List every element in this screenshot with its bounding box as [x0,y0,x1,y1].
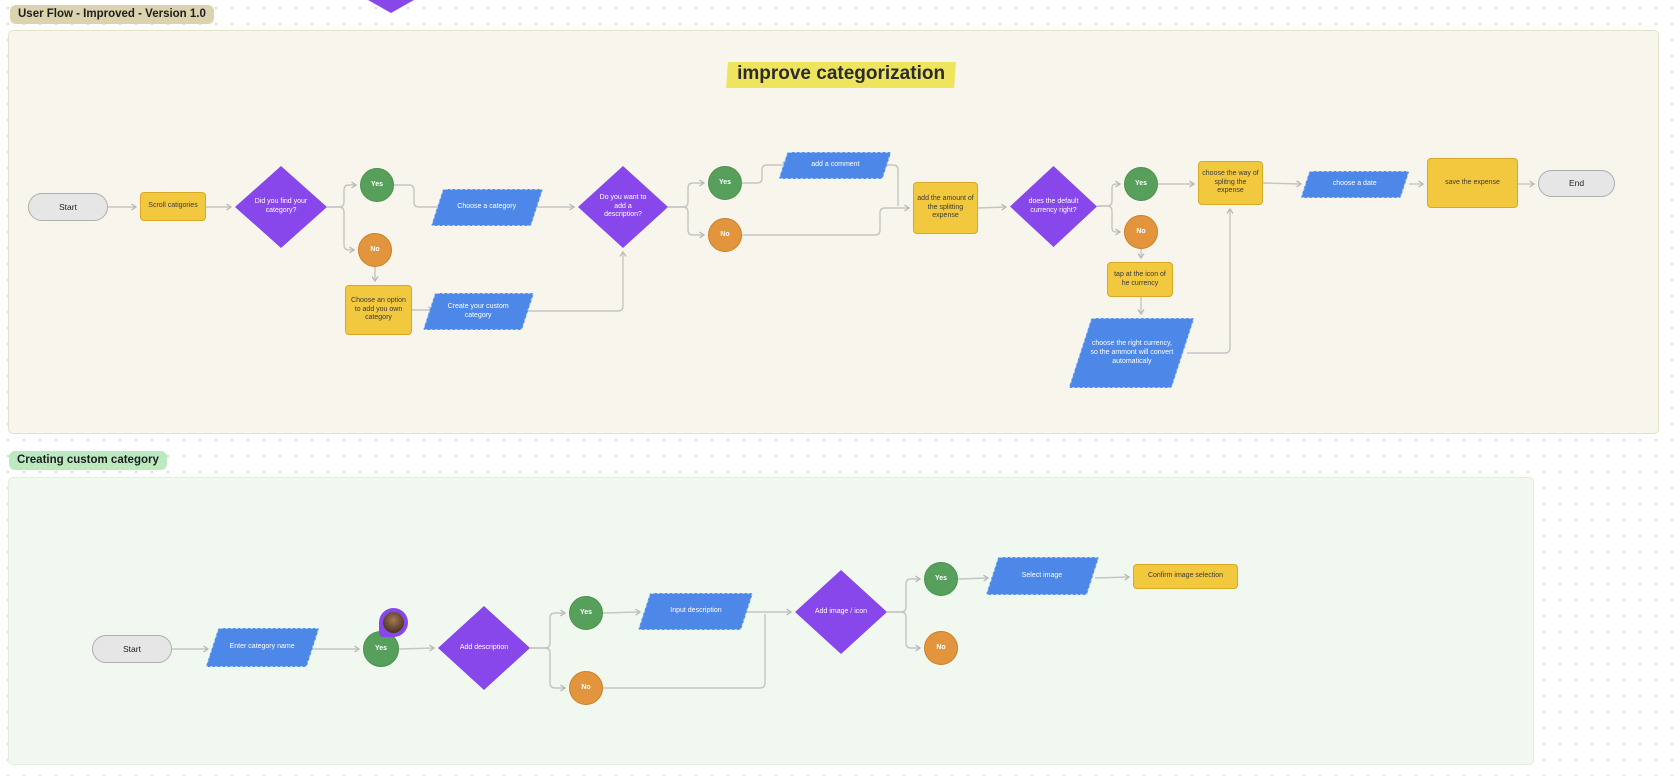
node-label: Yes [934,574,948,582]
connector-add-description-to-cc-desc-no[interactable] [530,647,567,692]
node-label: Yes [374,644,388,652]
connector-create-custom-category-to-add-description-q[interactable] [528,250,627,312]
node-label: save the expense [1445,178,1500,186]
connector-did-you-find-category-to-found-no[interactable] [327,206,356,254]
connector-choose-way-splitting-to-choose-a-date[interactable] [1262,180,1303,188]
node-found-no[interactable]: No [358,233,392,267]
node-label: Yes [718,178,732,186]
node-input-description[interactable]: Input description [637,593,754,630]
node-label: Add description [459,643,509,651]
node-label: Input description [669,607,722,615]
node-label: Yes [579,608,593,616]
node-label: Did you find your category? [254,198,308,214]
node-cc-img-yes[interactable]: Yes [924,562,958,596]
connector-choose-right-currency-to-choose-way-splitting[interactable] [1187,207,1234,354]
node-found-yes[interactable]: Yes [360,168,394,202]
node-tap-currency-icon[interactable]: tap at the icon of he currency [1107,262,1173,297]
connector-desc-no-to-add-amount-splitting[interactable] [742,204,911,236]
connector-add-image-icon-to-cc-img-no[interactable] [887,611,922,652]
node-label: does the default currency right? [1028,197,1079,214]
node-scroll-categories[interactable]: Scroll catigories [140,192,206,221]
node-label: Yes [370,180,384,188]
node-label: No [1136,227,1146,235]
node-label: End [1568,178,1585,189]
node-label: Enter category name [230,643,295,651]
frame-custom-category[interactable] [8,477,1534,765]
node-add-image-icon[interactable]: Add image / icon [795,570,887,654]
node-create-custom-category[interactable]: Create your custom category [422,293,535,330]
node-label: Yes [1134,179,1148,187]
connector-add-description-q-to-desc-no[interactable] [668,206,706,239]
node-label: No [370,245,380,253]
connector-found-yes-to-choose-a-category[interactable] [394,184,445,211]
node-label: add a comment [810,161,860,169]
node-add-a-comment[interactable]: add a comment [778,152,892,179]
connector-cc-img-yes-to-select-image[interactable] [957,574,990,582]
node-desc-yes[interactable]: Yes [708,166,742,200]
node-choose-a-category[interactable]: Choose a category [430,189,544,226]
node-desc-no[interactable]: No [708,218,742,252]
node-cc-desc-yes[interactable]: Yes [569,596,603,630]
node-save-the-expense[interactable]: save the expense [1427,158,1518,208]
connector-add-a-comment-to-add-amount-splitting[interactable] [887,164,899,206]
node-label: choose the right currency, so the ammont… [1090,339,1173,365]
connector-cc-desc-no-to-add-image-icon[interactable] [603,614,766,689]
node-label: Do you want to add a description? [599,193,647,219]
node-add-description[interactable]: Add description [438,606,530,690]
node-label: Confirm image selection [1147,572,1224,580]
node-label: Start [123,643,141,654]
node-choose-option-add-own[interactable]: Choose an option to add you own category [345,285,412,335]
collaborator-photo [383,612,404,633]
node-choose-right-currency[interactable]: choose the right currency, so the ammont… [1068,318,1195,388]
connector-desc-yes-to-add-a-comment[interactable] [742,161,789,184]
node-choose-way-splitting[interactable]: choose the way of splitng the expense [1198,161,1263,205]
node-enter-category-name[interactable]: Enter category name [205,628,320,667]
node-label: Start [59,201,77,212]
node-select-image[interactable]: Select image [985,557,1100,595]
node-label: No [581,683,591,691]
collaborator-avatar-pin[interactable] [379,608,408,637]
node-cc-img-no[interactable]: No [924,631,958,665]
connector-add-amount-splitting-to-default-currency-q[interactable] [977,203,1008,211]
node-label: Choose an option to add you own category [351,296,406,322]
node-label: tap at the icon of he currency [1114,270,1166,287]
node-did-you-find-category[interactable]: Did you find your category? [235,166,327,248]
node-label: choose a date [1333,180,1377,188]
node-label: No [936,643,946,651]
connector-default-currency-q-to-currency-no[interactable] [1097,205,1122,236]
node-label: Scroll catigories [148,202,198,210]
frame-label-user-flow[interactable]: User Flow - Improved - Version 1.0 [10,5,214,24]
node-currency-yes[interactable]: Yes [1124,167,1158,201]
node-add-description-q[interactable]: Do you want to add a description? [578,166,668,248]
node-add-amount-splitting[interactable]: add the amount of the splitting expense [913,182,978,234]
node-default-currency-q[interactable]: does the default currency right? [1010,166,1097,247]
node-label: Select image [1022,571,1063,579]
node-cc-desc-no[interactable]: No [569,671,603,705]
node-label: choose the way of splitng the expense [1202,169,1259,195]
node-start[interactable]: Start [28,193,108,221]
node-end[interactable]: End [1538,170,1615,197]
node-label: Create your custom category [447,302,510,319]
connector-cc-yes1-to-add-description[interactable] [398,644,436,652]
frame-label-custom-category[interactable]: Creating custom category [9,451,167,470]
node-cc-start[interactable]: Start [92,635,172,663]
node-label: add the amount of the splitting expense [917,194,974,220]
node-label: Add image / icon [814,607,868,615]
node-choose-a-date[interactable]: choose a date [1300,171,1410,198]
node-label: Choose a category [457,203,517,211]
connector-select-image-to-confirm-image-selection[interactable] [1094,573,1131,581]
node-confirm-image-selection[interactable]: Confirm image selection [1133,564,1238,589]
node-currency-no[interactable]: No [1124,215,1158,249]
connector-cc-desc-yes-to-input-description[interactable] [602,608,642,616]
node-label: No [720,230,730,238]
